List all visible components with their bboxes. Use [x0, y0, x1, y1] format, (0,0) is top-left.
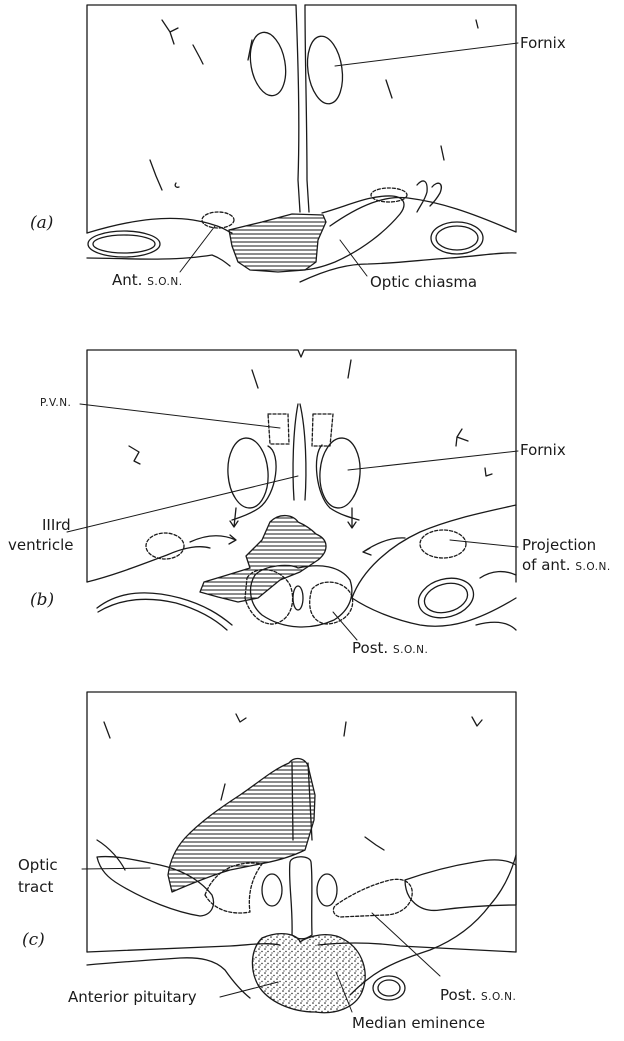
- ventricle-a: [296, 5, 309, 212]
- panel-a: [87, 5, 518, 282]
- leader-a-fornix: [335, 43, 518, 66]
- outer-b-right: [476, 572, 516, 630]
- vessel-c-inner: [378, 980, 400, 996]
- ventricle-b: [293, 404, 306, 500]
- label-a-ant-son-prefix: Ant.: [112, 271, 142, 289]
- vessel-bit-5: [175, 183, 179, 187]
- fornix-c-left: [262, 874, 282, 906]
- panel-c: [82, 692, 516, 1013]
- fornix-a-right: [303, 34, 346, 106]
- lesion-a: [229, 214, 326, 272]
- vessel-bit-b2: [348, 360, 351, 378]
- leader-b-post-son: [333, 612, 357, 640]
- panel-b-letter: (b): [30, 592, 54, 609]
- label-a-ant-son: Ant. S.O.N.: [112, 273, 183, 288]
- label-b-projection-2: of ant. S.O.N.: [522, 558, 611, 573]
- vessel-bit-b3: [129, 446, 140, 464]
- arrow-b-4: [363, 538, 405, 555]
- central-column-c: [290, 857, 312, 939]
- vessel-bit-b5: [485, 468, 492, 476]
- vessel-bit-b1: [252, 370, 258, 388]
- outer-b-left-2: [98, 599, 227, 630]
- label-b-ventricle-1: IIIrd: [42, 518, 71, 533]
- panel-c-letter: (c): [22, 932, 45, 949]
- label-b-projection-2-prefix: of ant.: [522, 556, 571, 574]
- anterior-pituitary-c: [252, 934, 365, 1013]
- label-c-post-son-prefix: Post.: [440, 986, 476, 1004]
- vessel-bit-4: [150, 160, 162, 190]
- arrow-b-2: [348, 508, 356, 528]
- leader-b-pvn: [80, 404, 280, 428]
- vessel-bit-c3: [236, 714, 246, 722]
- vessel-bit-c5: [365, 837, 384, 850]
- vessel-bit-1: [162, 20, 178, 44]
- pvn-b-left: [268, 414, 289, 444]
- floor-a-left: [87, 218, 232, 233]
- dashed-a-right: [371, 188, 407, 202]
- projection-ant-son-b: [420, 530, 466, 558]
- leader-a-ant-son: [180, 226, 215, 272]
- label-b-projection-1: Projection: [522, 538, 596, 553]
- lesion-b: [200, 516, 326, 602]
- vessel-bit-2: [193, 45, 203, 64]
- floor-b-right: [352, 505, 516, 598]
- arrow-b-1: [230, 508, 238, 527]
- vessel-bit-c2: [104, 722, 110, 738]
- vessel-bit-9: [417, 181, 441, 212]
- label-b-pvn: P.V.N.: [40, 398, 71, 409]
- fornix-b-left: [226, 437, 271, 510]
- post-son-c: [333, 879, 412, 917]
- optic-tract-c-right: [405, 860, 516, 911]
- leader-b-fornix: [348, 451, 518, 470]
- vessel-bit-8: [476, 20, 478, 28]
- vessel-bit-c4: [344, 722, 346, 736]
- vessel-a-left-inner: [93, 235, 155, 253]
- vessel-bit-b4: [456, 429, 468, 446]
- leader-c-optic: [82, 868, 150, 869]
- outer-c-left-side: [97, 840, 125, 870]
- panel-b: [67, 350, 518, 640]
- vessel-a-right-inner: [436, 226, 478, 250]
- outer-c-right: [350, 855, 516, 995]
- label-a-ant-son-abbr: S.O.N.: [147, 276, 182, 288]
- vessel-bit-c6: [472, 717, 482, 726]
- fornix-c-right: [317, 874, 337, 906]
- median-slit-b: [293, 586, 303, 610]
- label-b-post-son-prefix: Post.: [352, 639, 388, 657]
- vessel-a-right: [431, 222, 483, 254]
- outer-b-left: [97, 593, 232, 625]
- arrow-b-3: [190, 535, 236, 544]
- post-son-b-right: [310, 582, 353, 624]
- label-a-optic-chiasma: Optic chiasma: [370, 275, 477, 290]
- label-b-post-son-abbr: S.O.N.: [393, 644, 428, 656]
- label-b-fornix: Fornix: [520, 443, 566, 458]
- label-c-post-son: Post. S.O.N.: [440, 988, 516, 1003]
- floor-b-left: [87, 547, 210, 582]
- label-b-ventricle-2: ventricle: [8, 538, 73, 553]
- vessel-b-right: [414, 572, 478, 623]
- leader-b-projection: [450, 540, 518, 547]
- pvn-b-right: [312, 414, 333, 446]
- vessel-bit-c1: [221, 784, 225, 800]
- vessel-b-right-inner: [421, 579, 471, 617]
- label-c-anterior-pituitary: Anterior pituitary: [68, 990, 197, 1005]
- label-b-projection-2-abbr: S.O.N.: [575, 561, 610, 573]
- label-b-post-son: Post. S.O.N.: [352, 641, 428, 656]
- label-c-optic-2: tract: [18, 880, 53, 895]
- vessel-bit-6: [386, 80, 392, 98]
- label-a-fornix: Fornix: [520, 36, 566, 51]
- label-c-optic-1: Optic: [18, 858, 58, 873]
- fornix-b-right: [318, 437, 363, 510]
- base-line-a-left: [87, 255, 230, 266]
- label-c-median-eminence: Median eminence: [352, 1016, 485, 1031]
- vessel-bit-7: [441, 146, 444, 160]
- section-a-left-outline: [87, 5, 296, 233]
- panel-a-letter: (a): [30, 215, 53, 232]
- label-c-post-son-abbr: S.O.N.: [481, 991, 516, 1003]
